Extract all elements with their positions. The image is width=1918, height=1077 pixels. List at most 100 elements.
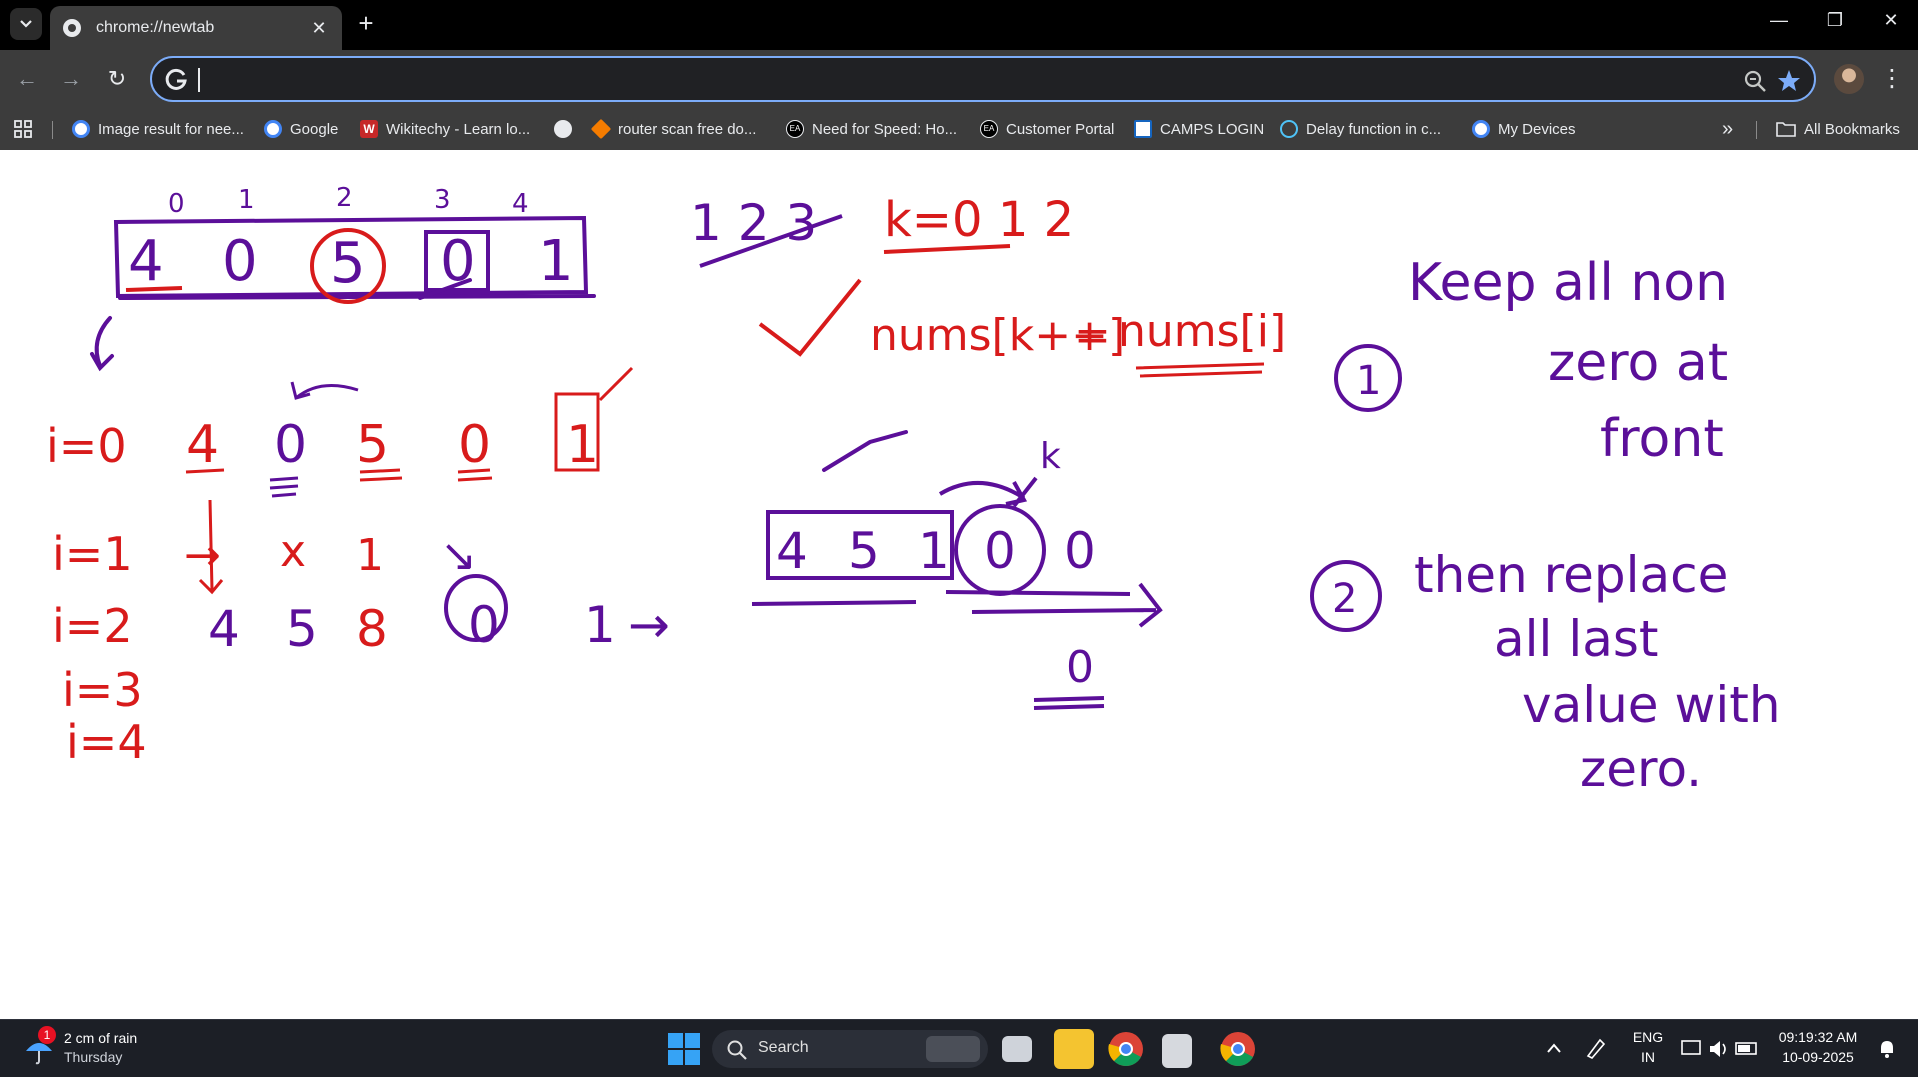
avatar[interactable] (1834, 64, 1864, 94)
google-g-icon (165, 68, 187, 90)
bookmark-label: router scan free do... (618, 120, 757, 138)
rule-number: 1 (1356, 358, 1381, 404)
rule-line: all last (1494, 610, 1659, 668)
bookmark-item[interactable]: Google (264, 117, 338, 141)
step-value: 0 (468, 596, 500, 654)
formula: nums[k++] = nums[i] (758, 278, 1286, 378)
bookmark-separator (52, 121, 53, 139)
close-icon[interactable]: ✕ (311, 17, 327, 38)
rule-line: zero at (1548, 333, 1728, 393)
rule-line: front (1600, 409, 1724, 469)
zoom-icon[interactable] (1742, 68, 1768, 94)
star-icon[interactable] (1776, 68, 1802, 94)
bookmark-item[interactable]: Delay function in c... (1280, 117, 1441, 141)
array-value: 0 (440, 229, 476, 294)
back-arrow-icon[interactable]: ← (16, 66, 38, 91)
close-icon[interactable]: ✕ (1883, 10, 1899, 30)
wikitechy-icon: W (360, 120, 378, 138)
formula-right: nums[i] (1118, 306, 1286, 357)
chevron-down-icon (20, 20, 32, 28)
address-bar[interactable] (150, 56, 1816, 102)
step-value: 1 (566, 415, 599, 475)
bookmark-label: Customer Portal (1006, 120, 1115, 138)
index-label: 4 (512, 189, 529, 219)
array-value: 0 (1064, 522, 1096, 580)
all-bookmarks[interactable]: All Bookmarks (1776, 117, 1900, 141)
array-value: 5 (330, 231, 366, 296)
language-top[interactable]: ENG (1632, 1029, 1664, 1045)
bookmark-item[interactable]: W Wikitechy - Learn lo... (360, 117, 530, 141)
bookmark-item[interactable] (554, 117, 572, 141)
language-bottom[interactable]: IN (1641, 1049, 1655, 1065)
bookmark-item[interactable]: Image result for nee... (72, 117, 244, 141)
rule-1: 1 Keep all non zero at front (1334, 253, 1728, 469)
bookmark-item[interactable]: My Devices (1472, 117, 1576, 141)
chrome-icon[interactable] (1106, 1029, 1146, 1069)
kebab-menu-icon[interactable]: ⋮ (1880, 65, 1904, 92)
index-label: 0 (168, 189, 185, 219)
step-value: → (628, 596, 670, 654)
step-value: 1 (356, 530, 384, 581)
weather-widget[interactable]: 1 2 cm of rain Thursday (20, 1026, 170, 1071)
file-explorer-icon[interactable] (1054, 1029, 1094, 1069)
rule-2: 2 then replace all last value with zero. (1310, 546, 1781, 798)
router-icon (590, 118, 612, 140)
clock-time[interactable]: 09:19:32 AM (1778, 1029, 1858, 1045)
network-volume-battery-icons[interactable] (1680, 1038, 1760, 1060)
tab-newtab[interactable]: chrome://newtab ✕ (50, 6, 342, 50)
minimize-icon[interactable]: — (1770, 10, 1788, 30)
counter-text: 1 2 3 (690, 194, 817, 252)
chevron-up-icon[interactable] (1546, 1042, 1562, 1054)
array-value: 0 (984, 522, 1016, 580)
taskbar: 1 2 cm of rain Thursday Search (0, 1019, 1918, 1077)
index-label: 2 (336, 183, 353, 213)
google-icon (1472, 120, 1490, 138)
whiteboard-canvas[interactable]: 4 0 5 0 1 0 1 2 3 4 i=0 i=1 i=2 i=3 i=4 … (0, 150, 1918, 1019)
snipping-tool-icon[interactable] (1162, 1034, 1192, 1068)
ea-icon: EA (980, 120, 998, 138)
browser-toolbar: ← → ↻ ⋮ (0, 50, 1918, 108)
bookmark-item[interactable]: CAMPS LOGIN (1134, 117, 1264, 141)
underline (125, 286, 183, 292)
taskbar-search[interactable]: Search (712, 1030, 988, 1068)
restore-icon[interactable]: ❐ (1826, 10, 1844, 30)
rule-line: Keep all non (1408, 253, 1728, 313)
camps-icon (1134, 120, 1152, 138)
tab-search-button[interactable] (10, 8, 42, 40)
step-0-values: 4 0 5 0 1 (186, 415, 599, 475)
omnibox-input[interactable] (204, 66, 1704, 94)
bookmarks-bar: Image result for nee... Google W Wikitec… (0, 108, 1918, 150)
top-array-indices: 0 1 2 3 4 (168, 183, 529, 219)
task-view-icon[interactable] (1002, 1036, 1032, 1062)
search-icon (727, 1040, 747, 1060)
result-array-values: 4 5 1 0 0 k 0 (776, 436, 1096, 693)
array-value: 1 (918, 522, 950, 580)
pen-icon[interactable] (1584, 1036, 1608, 1060)
step-2-values: 4 5 8 0 1 → (208, 596, 670, 658)
bookmarks-overflow[interactable]: » (1722, 117, 1734, 140)
rule-line: value with (1522, 676, 1781, 734)
bookmark-item[interactable]: EA Need for Speed: Ho... (786, 117, 957, 141)
notification-badge: 1 (38, 1026, 56, 1044)
bookmark-item[interactable]: router scan free do... (590, 117, 757, 141)
google-icon (264, 120, 282, 138)
bookmark-label: CAMPS LOGIN (1160, 120, 1265, 138)
apps-grid-icon[interactable] (14, 120, 32, 138)
bookmark-item[interactable]: EA Customer Portal (980, 117, 1114, 141)
circle-mark (444, 574, 508, 642)
bookmark-label: Wikitechy - Learn lo... (386, 120, 531, 138)
bookmark-label: My Devices (1498, 120, 1576, 138)
bookmark-label: Google (290, 120, 339, 138)
forward-arrow-icon[interactable]: → (60, 66, 82, 91)
windows-start-icon[interactable] (664, 1029, 704, 1069)
formula-left: nums[k++] (870, 310, 1125, 361)
index-label: 3 (434, 185, 451, 215)
step-value: 0 (458, 415, 491, 475)
plus-icon[interactable]: + (358, 8, 374, 38)
notifications-icon[interactable] (1876, 1038, 1898, 1060)
chrome-icon[interactable] (1218, 1029, 1258, 1069)
rule-number: 2 (1332, 576, 1357, 622)
clock-date[interactable]: 10-09-2025 (1782, 1049, 1854, 1065)
step-value: 4 (208, 600, 240, 658)
reload-icon[interactable]: ↻ (107, 66, 127, 91)
